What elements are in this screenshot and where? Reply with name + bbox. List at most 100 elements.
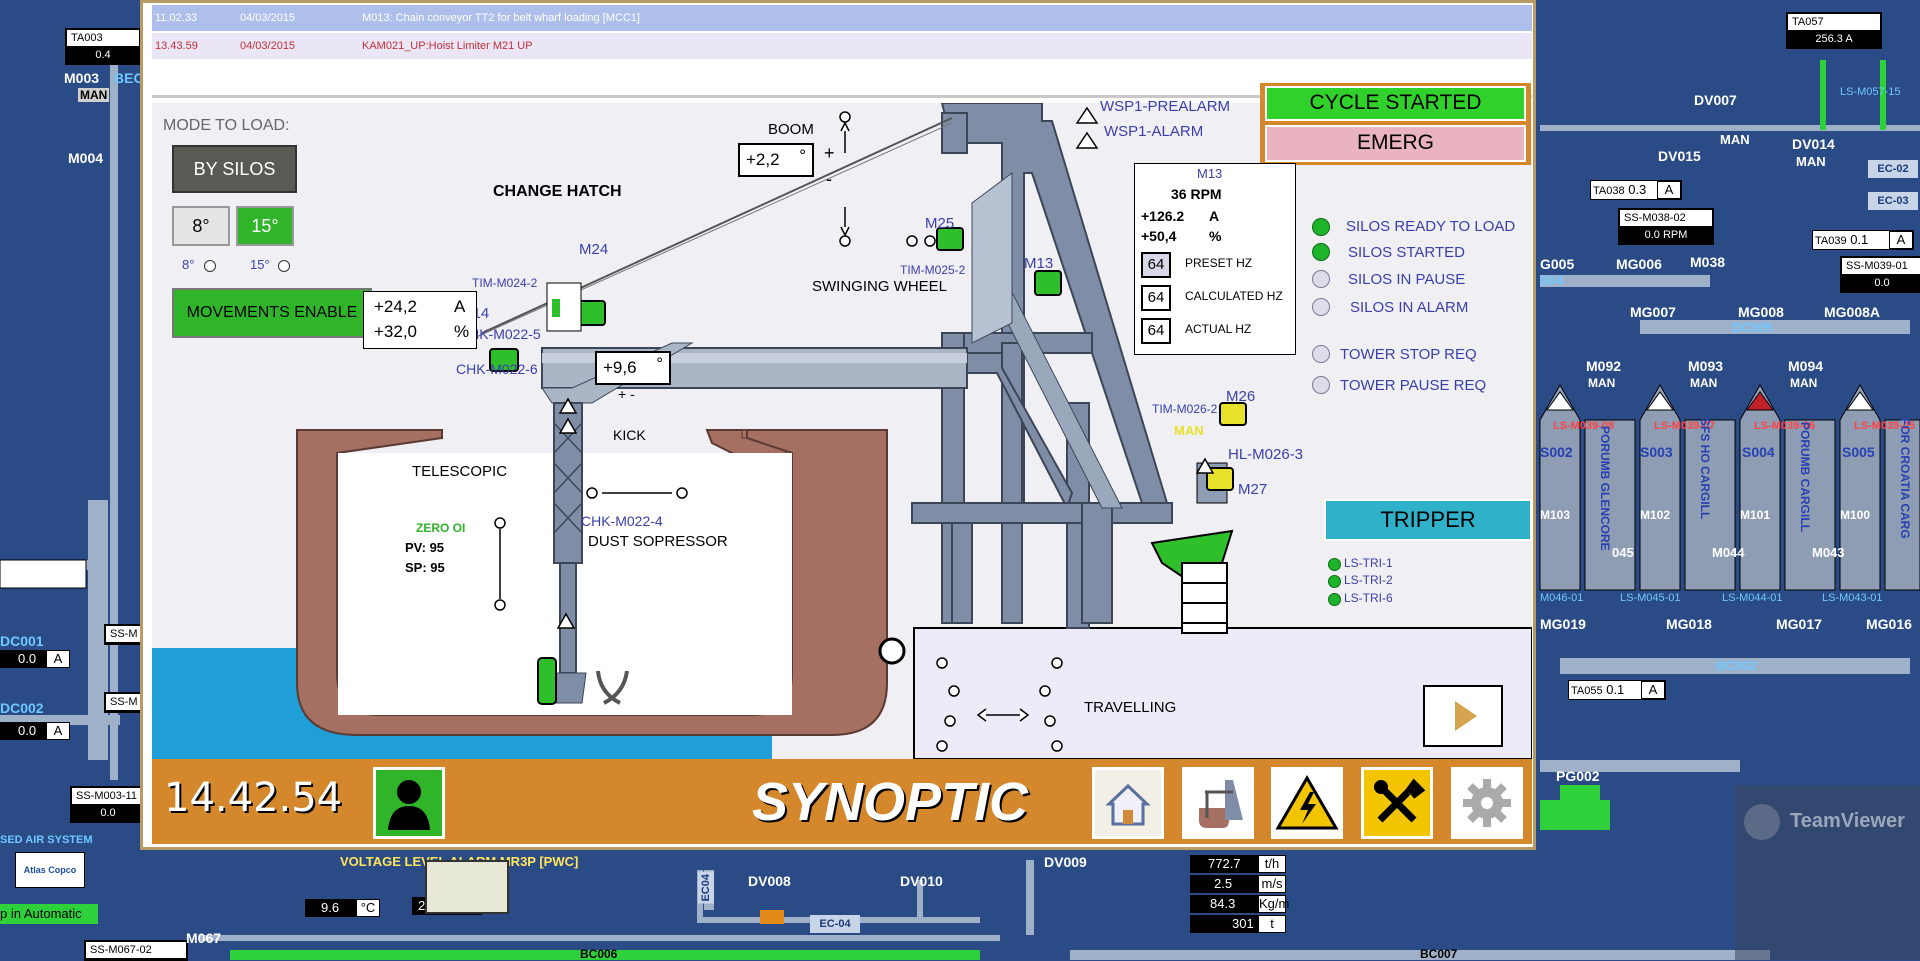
wsp-prealarm-label: WSP1-PREALARM	[1100, 98, 1231, 115]
ss-m038-unit: RPM	[1662, 229, 1688, 241]
tripper-button[interactable]: TRIPPER	[1324, 499, 1532, 541]
angle-8-radio[interactable]	[204, 260, 216, 272]
m093-label: M093	[1688, 358, 1724, 374]
ss-m-label-1: SS-M	[106, 626, 142, 643]
tower-stop-led[interactable]	[1312, 345, 1330, 363]
ls-tri-6-led	[1328, 593, 1341, 606]
settings-button[interactable]	[1451, 767, 1523, 839]
alarm-time: 13.43.59	[155, 40, 198, 52]
alarm-message: KAM021_UP:Hoist Limiter M21 UP	[362, 40, 533, 52]
m038-label: M038	[1690, 254, 1726, 270]
m13-amps: +126.2	[1141, 208, 1185, 224]
shiploader-view-button[interactable]	[1182, 767, 1254, 839]
ta057-value: 256.3	[1815, 33, 1843, 45]
next-page-button[interactable]	[1423, 685, 1503, 747]
telescopic-label: TELESCOPIC	[412, 463, 508, 480]
voltage-panel-icon	[425, 860, 509, 914]
ta003-value: 0.4	[67, 47, 139, 63]
gear-icon	[1463, 779, 1511, 827]
speed-text: 2.5	[1214, 876, 1233, 891]
pv-label: PV: 95	[405, 540, 445, 555]
actual-hz-value: 64	[1141, 318, 1171, 344]
mg018-label: MG018	[1666, 616, 1712, 632]
swinging-wheel-label: SWINGING WHEEL	[812, 278, 948, 295]
motor-current-unit: A	[454, 297, 466, 316]
silo-text-2: SFS HO CARGILL	[1698, 418, 1712, 520]
ta057-value-row: 256.3 A	[1788, 31, 1880, 47]
alarm-row[interactable]: 11.02.33 04/03/2015 M013: Chain conveyor…	[152, 5, 1532, 31]
by-silos-button[interactable]: BY SILOS	[172, 145, 297, 193]
ls07-label: LS-M039-07	[1654, 420, 1716, 432]
boom-label: BOOM	[768, 121, 814, 138]
ta038-unit: A	[1657, 181, 1681, 199]
preset-hz-label: PRESET HZ	[1185, 256, 1253, 270]
teamviewer-label: TeamViewer	[1790, 810, 1905, 832]
maintenance-button[interactable]	[1361, 767, 1433, 839]
man-badge: MAN	[78, 88, 110, 102]
angle-8-button[interactable]: 8°	[172, 206, 230, 246]
operator-login-button[interactable]	[373, 767, 445, 839]
silos-started-led	[1312, 243, 1330, 261]
temp1-unit: °C	[356, 899, 380, 917]
synoptic-window: 11.02.33 04/03/2015 M013: Chain conveyor…	[140, 0, 1536, 850]
angle-15-button[interactable]: 15°	[236, 206, 294, 246]
electrical-button[interactable]	[1271, 767, 1343, 839]
tim-m026-label: TIM-M026-2	[1152, 402, 1218, 416]
dv008-valve-icon	[760, 910, 784, 924]
m100-label: M100	[1840, 508, 1871, 522]
cycle-started-indicator[interactable]: CYCLE STARTED	[1265, 86, 1526, 121]
m13-pct-unit: %	[1209, 228, 1222, 244]
m003-label: M003	[64, 70, 100, 86]
mg019-label: MG019	[1540, 616, 1586, 632]
ta039-unit: A	[1889, 231, 1913, 249]
kick-angle-display: +9,6°	[595, 351, 671, 385]
tim-m024-label: TIM-M024-2	[472, 276, 538, 290]
ss-m003-11-tag: SS-M003-11 0.0	[70, 786, 146, 823]
preset-hz-input[interactable]: 64	[1141, 252, 1171, 278]
total-text: 301	[1232, 916, 1254, 931]
ls46-label: M046-01	[1540, 592, 1584, 604]
high-voltage-icon	[1275, 775, 1339, 830]
load-unit: Kg/m	[1258, 895, 1290, 913]
total-unit: t	[1258, 915, 1286, 933]
silos-alarm-label: SILOS IN ALARM	[1350, 299, 1469, 316]
angle-15-radio[interactable]	[278, 260, 290, 272]
kick-angle-unit: °	[656, 354, 663, 373]
dv014-label: DV014	[1792, 136, 1835, 152]
ta055-val: 0.1	[1606, 682, 1625, 697]
ls-tri-6-label: LS-TRI-6	[1344, 591, 1393, 605]
dv010-label: DV010	[900, 873, 943, 889]
home-button[interactable]	[1092, 767, 1164, 839]
m045-label: 045	[1612, 545, 1634, 560]
pg002-label: PG002	[1556, 768, 1600, 784]
dc002-unit: A	[46, 722, 70, 740]
m13-rpm: 36 RPM	[1171, 186, 1222, 202]
silos-started-label: SILOS STARTED	[1348, 244, 1465, 261]
m093-man: MAN	[1690, 376, 1718, 390]
mg016-label: MG016	[1866, 616, 1912, 632]
angle-8-small-label: 8°	[182, 257, 195, 272]
tower-pause-led[interactable]	[1312, 376, 1330, 394]
v004-label: 004	[1540, 272, 1564, 288]
shiploader-icon	[1199, 780, 1243, 828]
emerg-button[interactable]: EMERG	[1265, 125, 1526, 162]
tower-pause-label: TOWER PAUSE REQ	[1340, 377, 1487, 394]
man-label-1: MAN	[1720, 132, 1750, 147]
boom-minus-label: -	[826, 169, 832, 189]
m092-man: MAN	[1588, 376, 1616, 390]
ta003-tag: TA003 0.4	[65, 28, 141, 65]
movements-enable-button[interactable]: MOVEMENTS ENABLE	[172, 288, 372, 338]
alarm-message: M013: Chain conveyor TT2 for belt wharf …	[362, 12, 640, 24]
shiploader-diagram	[152, 103, 1532, 759]
ta038-label: TA038	[1593, 185, 1625, 197]
ec04-label: EC04	[698, 872, 714, 904]
alarm-row[interactable]: 13.43.59 04/03/2015 KAM021_UP:Hoist Limi…	[152, 33, 1532, 59]
ls-m057-label: LS-M057-15	[1840, 86, 1901, 98]
boom-angle-value: +2,2	[746, 150, 780, 169]
